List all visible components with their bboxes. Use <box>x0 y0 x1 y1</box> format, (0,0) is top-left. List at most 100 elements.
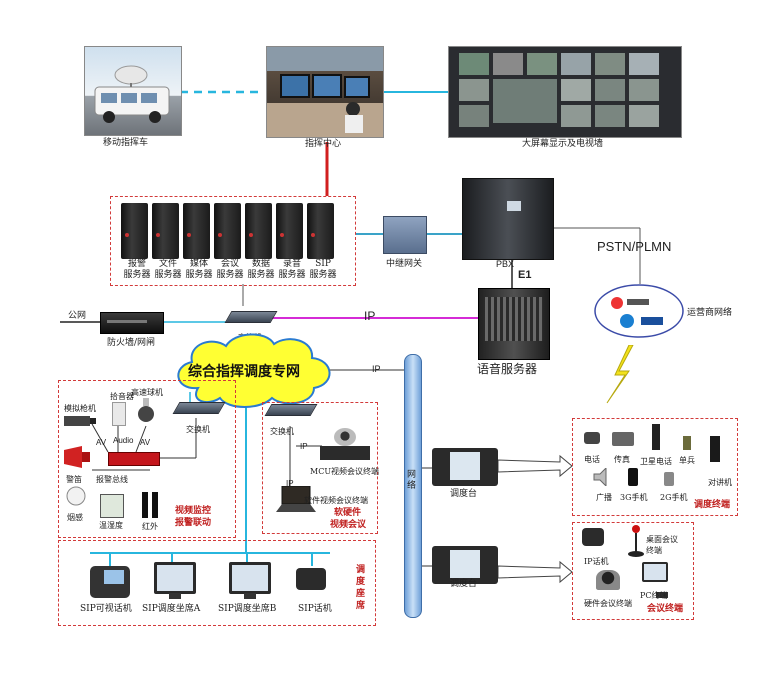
backbone-pipe <box>404 354 422 618</box>
conf-box-title-1: 软硬件 <box>334 508 362 518</box>
private-network-label: 综合指挥调度专网 <box>188 364 300 380</box>
backbone-label: 网络 <box>407 470 417 491</box>
mcu-base-icon <box>320 446 370 460</box>
video-conference-box <box>262 402 378 534</box>
hw-terminal-icon <box>596 570 620 590</box>
satellite-label: 卫星电话 <box>640 457 672 466</box>
audio-label: Audio <box>113 436 134 445</box>
server-label-file: 文件 服务器 <box>154 259 182 280</box>
video-switch-icon <box>172 402 226 414</box>
walkie-label: 对讲机 <box>708 478 732 487</box>
mcu-camera-icon <box>334 428 356 446</box>
carrier-label: 运营商网络 <box>687 308 733 318</box>
dvr-icon <box>108 452 160 466</box>
siren-icon <box>64 446 90 468</box>
sip-video-phone-label: SIP可视话机 <box>80 604 132 614</box>
video-box-title-2: 报警联动 <box>175 518 212 528</box>
console-1-label: 调度台 <box>450 489 478 499</box>
terminals-box-title: 调度终端 <box>694 500 731 510</box>
console-1-icon <box>432 448 498 486</box>
broadcast-icon <box>593 468 607 486</box>
server-alarm-icon <box>121 203 148 259</box>
dispatch-seats-box <box>58 540 376 626</box>
seat-a-monitor-icon <box>154 562 196 599</box>
laptop-icon <box>276 486 316 512</box>
phone-3g-label: 3G手机 <box>620 493 648 502</box>
core-switch-icon <box>224 311 278 323</box>
arrow-terminals <box>497 454 573 478</box>
desk-terminal-label: 桌面会议 终端 <box>646 535 678 555</box>
infrared-label: 红外 <box>142 522 158 531</box>
voice-server-label: 语音服务器 <box>477 362 538 376</box>
pc-terminal-label: PC终端 <box>640 591 668 600</box>
center-label: 指挥中心 <box>305 139 342 149</box>
smoke-sensor-icon <box>66 486 86 506</box>
firewall-label: 防火墙/网闸 <box>107 338 156 348</box>
ip-phone-icon <box>582 528 604 546</box>
server-file-icon <box>152 203 179 259</box>
av-label-1: AV <box>96 438 107 447</box>
gun-camera-icon <box>64 416 96 426</box>
firewall-icon <box>100 312 164 334</box>
video-wall-icon <box>459 53 659 127</box>
soldier-label: 单兵 <box>679 456 695 465</box>
mcu-label: MCU视频会议终端 <box>310 467 380 476</box>
phone-2g-label: 2G手机 <box>660 493 688 502</box>
conf-ip-label-2: IP <box>286 479 294 488</box>
sip-phone-label: SIP话机 <box>298 604 332 614</box>
conf-switch-icon <box>264 404 318 416</box>
ip-label-backbone: IP <box>372 364 381 374</box>
monitors-icon <box>267 47 383 137</box>
meeting-terminals-box <box>572 522 694 620</box>
server-label-data: 数据 服务器 <box>247 259 275 280</box>
soldier-icon <box>683 436 691 450</box>
phone-2g-icon <box>664 472 674 486</box>
siren-label: 警笛 <box>66 475 82 484</box>
wireless-bolt-icon <box>606 345 634 404</box>
dome-camera-icon <box>138 398 154 422</box>
server-label-sip: SIP 服务器 <box>309 259 337 280</box>
ip-phone-label: IP话机 <box>584 557 609 566</box>
video-box-title-1: 视频监控 <box>175 506 212 516</box>
gateway-label: 中继网关 <box>386 259 423 269</box>
ip-label-magenta: IP <box>364 309 376 323</box>
soft-terminal-label: 软件视频会议终端 <box>304 496 368 505</box>
seat-b-monitor-icon <box>229 562 271 599</box>
wall-label: 大屏幕显示及电视墙 <box>522 139 604 149</box>
alarm-bus-label: 报警总线 <box>96 475 128 484</box>
server-label-meeting: 会议 服务器 <box>216 259 244 280</box>
voice-server-icon <box>478 288 550 360</box>
broadcast-label: 广播 <box>596 493 612 502</box>
server-sip-icon <box>307 203 334 259</box>
infrared-icon-2 <box>152 492 158 518</box>
conf-box-title-2: 视频会议 <box>330 520 367 530</box>
dome-link <box>135 425 147 453</box>
carrier-cloud-icon <box>594 284 684 338</box>
satellite-phone-icon <box>652 424 660 450</box>
trunk-gateway-icon <box>383 216 427 254</box>
server-meeting-icon <box>214 203 241 259</box>
pbx-rack-icon <box>462 178 554 260</box>
server-label-record: 录音 服务器 <box>278 259 306 280</box>
command-vehicle-photo <box>84 46 182 136</box>
seat-a-label: SIP调度坐席A <box>142 604 201 614</box>
server-data-icon <box>245 203 272 259</box>
seat-b-label: SIP调度坐席B <box>218 604 277 614</box>
console-2-label: 调度台 <box>450 579 478 589</box>
gun-camera-label: 模拟枪机 <box>64 404 96 413</box>
dispatch-terminals-box <box>572 418 738 516</box>
walkie-icon <box>710 436 720 462</box>
public-net-label: 公网 <box>68 311 87 321</box>
smoke-label: 烟感 <box>67 513 83 522</box>
server-media-icon <box>183 203 210 259</box>
console-2-icon <box>432 546 498 584</box>
thermo-icon <box>100 494 124 518</box>
server-label-media: 媒体 服务器 <box>185 259 213 280</box>
thermo-label: 温湿度 <box>99 521 123 530</box>
pbx-label: PBX <box>496 259 515 269</box>
phone-3g-icon <box>628 468 638 486</box>
server-label-alarm: 报警 服务器 <box>123 259 151 280</box>
pstn-label: PSTN/PLMN <box>597 239 672 254</box>
gun-camera-link <box>91 423 109 453</box>
pickup-label: 拾音器 <box>110 392 134 401</box>
